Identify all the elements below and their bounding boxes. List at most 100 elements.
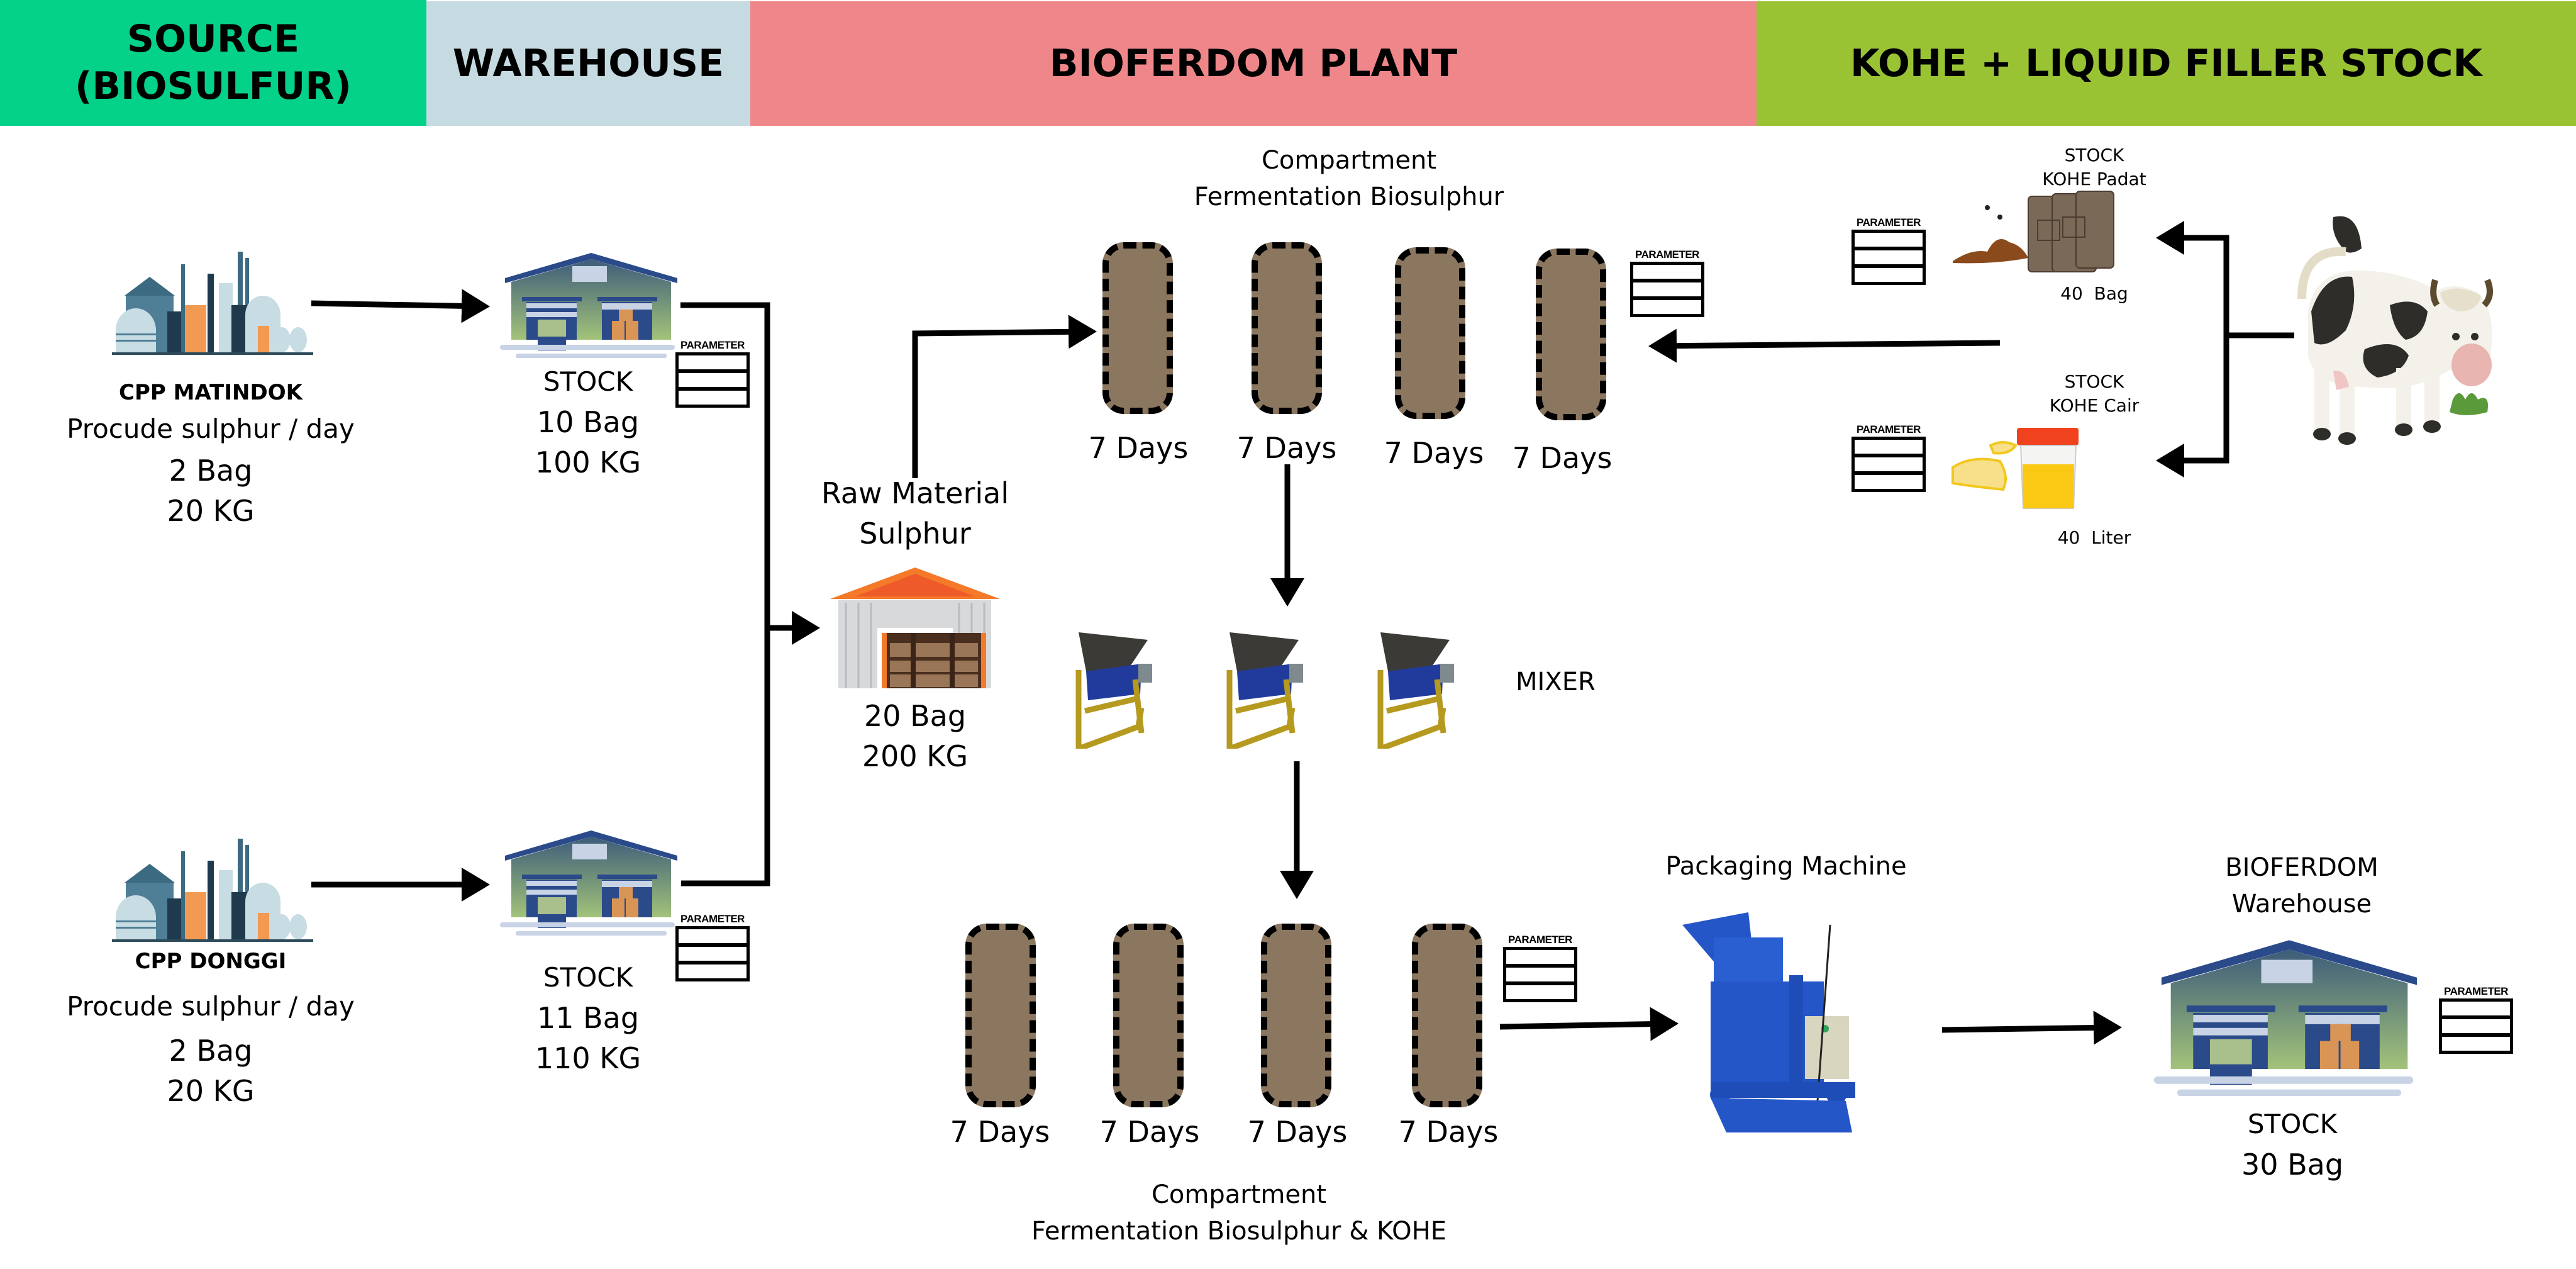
parameter-row[interactable] <box>679 355 747 373</box>
parameter-row[interactable] <box>1633 265 1701 282</box>
parameter-row[interactable] <box>1506 950 1574 968</box>
compartment-top-3[interactable] <box>1395 247 1465 419</box>
stock-label: STOCK <box>543 962 633 993</box>
stock-bags: 11 Bag <box>536 1001 640 1035</box>
source-name: CPP DONGGI <box>135 949 287 974</box>
mixer-machine-icon <box>1226 632 1303 749</box>
source-kg: 20 KG <box>167 494 255 528</box>
parameter-row[interactable] <box>1633 282 1701 300</box>
source-desc: Procude sulphur / day <box>67 991 355 1022</box>
compartment-top-days-1: 7 Days <box>1088 431 1189 465</box>
parameter-row[interactable] <box>1855 250 1923 268</box>
parameter-row[interactable] <box>2442 1037 2510 1051</box>
parameter-table-bioferdom-warehouse[interactable]: PARAMETER <box>2439 985 2513 1054</box>
fermentation-top-title-line1: Compartment <box>1261 146 1436 175</box>
compartment-top-days-2: 7 Days <box>1236 431 1337 465</box>
parameter-table-kohe-padat[interactable]: PARAMETER <box>1852 216 1926 285</box>
warehouse-icon <box>500 253 677 358</box>
factory-icon <box>112 839 313 942</box>
parameter-label: PARAMETER <box>1857 423 1921 435</box>
kohe-padat-title-line1: STOCK <box>2064 145 2124 165</box>
parameter-table-warehouse-2[interactable]: PARAMETER <box>675 912 750 981</box>
source-kg: 20 KG <box>167 1074 255 1108</box>
parameter-row[interactable] <box>1855 440 1923 457</box>
source-bags: 2 Bag <box>169 454 253 488</box>
line-cow-branch-liquid <box>2156 335 2229 478</box>
arrow-fermentation2-to-packaging <box>1499 1007 1679 1041</box>
parameter-row[interactable] <box>1855 457 1923 475</box>
parameter-row[interactable] <box>1855 268 1923 282</box>
parameter-row[interactable] <box>2442 1002 2510 1019</box>
compartment-top-days-4: 7 Days <box>1512 441 1613 475</box>
parameter-row[interactable] <box>679 373 747 391</box>
bioferdom-warehouse-stock: STOCK 30 Bag <box>2214 1104 2371 1185</box>
parameter-label: PARAMETER <box>1857 216 1921 228</box>
bioferdom-warehouse-title-line1: BIOFERDOM <box>2225 853 2379 882</box>
stock-bags: 10 Bag <box>536 405 640 439</box>
fermentation-bottom-title-line1: Compartment <box>1151 1180 1326 1209</box>
fermentation-top-title: Compartment Fermentation Biosulphur <box>1126 142 1572 215</box>
parameter-row[interactable] <box>679 391 747 405</box>
compartment-bottom-4[interactable] <box>1412 924 1482 1107</box>
parameter-row[interactable] <box>1855 475 1923 489</box>
mixer-machine-icon <box>1075 632 1152 749</box>
raw-material-kg: 200 KG <box>862 739 969 773</box>
stock-kg: 100 KG <box>535 445 641 479</box>
parameter-row[interactable] <box>1633 300 1701 314</box>
parameter-row[interactable] <box>1855 233 1923 250</box>
kohe-cair-title-line2: KOHE Cair <box>2049 395 2140 416</box>
arrow-raw-to-fermentation <box>912 315 1097 478</box>
compartment-bottom-days-2: 7 Days <box>1099 1115 1200 1149</box>
parameter-table-fermentation-2[interactable]: PARAMETER <box>1503 933 1577 1002</box>
kohe-cair-amount: 40 Liter <box>2057 527 2131 548</box>
compartment-bottom-1[interactable] <box>965 924 1036 1107</box>
arrow-matindok-to-warehouse <box>311 289 490 323</box>
compartment-bottom-days-3: 7 Days <box>1247 1115 1348 1149</box>
compartment-top-2[interactable] <box>1252 242 1322 414</box>
packaging-machine-icon <box>1682 912 1855 1132</box>
header-warehouse: WAREHOUSE <box>426 1 750 126</box>
fermentation-top-title-line2: Fermentation Biosulphur <box>1194 182 1504 211</box>
source-donggi: CPP DONGGI Procude sulphur / day 2 Bag 2… <box>38 945 384 1111</box>
parameter-table-warehouse-1[interactable]: PARAMETER <box>675 338 750 408</box>
warehouse-icon <box>500 830 677 936</box>
header-source-line2: (BIOSULFUR) <box>75 64 352 108</box>
fermentation-bottom-title: Compartment Fermentation Biosulphur & KO… <box>981 1177 1497 1249</box>
compartment-bottom-2[interactable] <box>1113 924 1184 1107</box>
bioferdom-warehouse-title-line2: Warehouse <box>2231 890 2372 919</box>
kohe-cair-title: STOCK KOHE Cair <box>2000 370 2189 418</box>
raw-material-title: Raw Material Sulphur <box>786 473 1044 554</box>
factory-icon <box>112 252 313 355</box>
parameter-row[interactable] <box>679 964 747 978</box>
parameter-row[interactable] <box>679 947 747 964</box>
header-source: SOURCE(BIOSULFUR) <box>0 0 426 126</box>
fermentation-bottom-title-line2: Fermentation Biosulphur & KOHE <box>1031 1217 1446 1246</box>
bioferdom-stock-bags: 30 Bag <box>2241 1148 2344 1182</box>
mixer-machine-icon <box>1377 632 1454 749</box>
parameter-row[interactable] <box>2442 1019 2510 1037</box>
header-warehouse-title: WAREHOUSE <box>452 41 724 86</box>
mixer-label: MIXER <box>1516 668 1596 696</box>
storage-shed-icon <box>830 567 1000 688</box>
source-desc: Procude sulphur / day <box>67 413 355 444</box>
kohe-padat-amount: 40 Bag <box>2060 283 2128 304</box>
parameter-table-kohe-cair[interactable]: PARAMETER <box>1852 423 1926 492</box>
compartment-bottom-days-4: 7 Days <box>1398 1115 1499 1149</box>
parameter-label: PARAMETER <box>2444 985 2508 997</box>
header-source-line1: SOURCE <box>126 17 300 61</box>
compartment-top-4[interactable] <box>1536 249 1606 420</box>
parameter-row[interactable] <box>1506 985 1574 999</box>
warehouse-stock-2: STOCK 11 Bag 110 KG <box>503 958 673 1078</box>
parameter-label: PARAMETER <box>1508 934 1572 946</box>
compartment-bottom-3[interactable] <box>1261 924 1331 1107</box>
parameter-row[interactable] <box>1506 968 1574 985</box>
source-bags: 2 Bag <box>169 1034 253 1068</box>
parameter-table-fermentation-1[interactable]: PARAMETER <box>1630 248 1704 317</box>
parameter-row[interactable] <box>679 929 747 947</box>
compartment-top-1[interactable] <box>1102 242 1173 414</box>
kohe-padat-title: STOCK KOHE Padat <box>2000 143 2189 191</box>
source-name: CPP MATINDOK <box>119 380 303 405</box>
cow-icon <box>2297 216 2493 445</box>
bioferdom-warehouse-title: BIOFERDOM Warehouse <box>2138 849 2465 922</box>
header-plant: BIOFERDOM PLANT <box>750 1 1757 126</box>
